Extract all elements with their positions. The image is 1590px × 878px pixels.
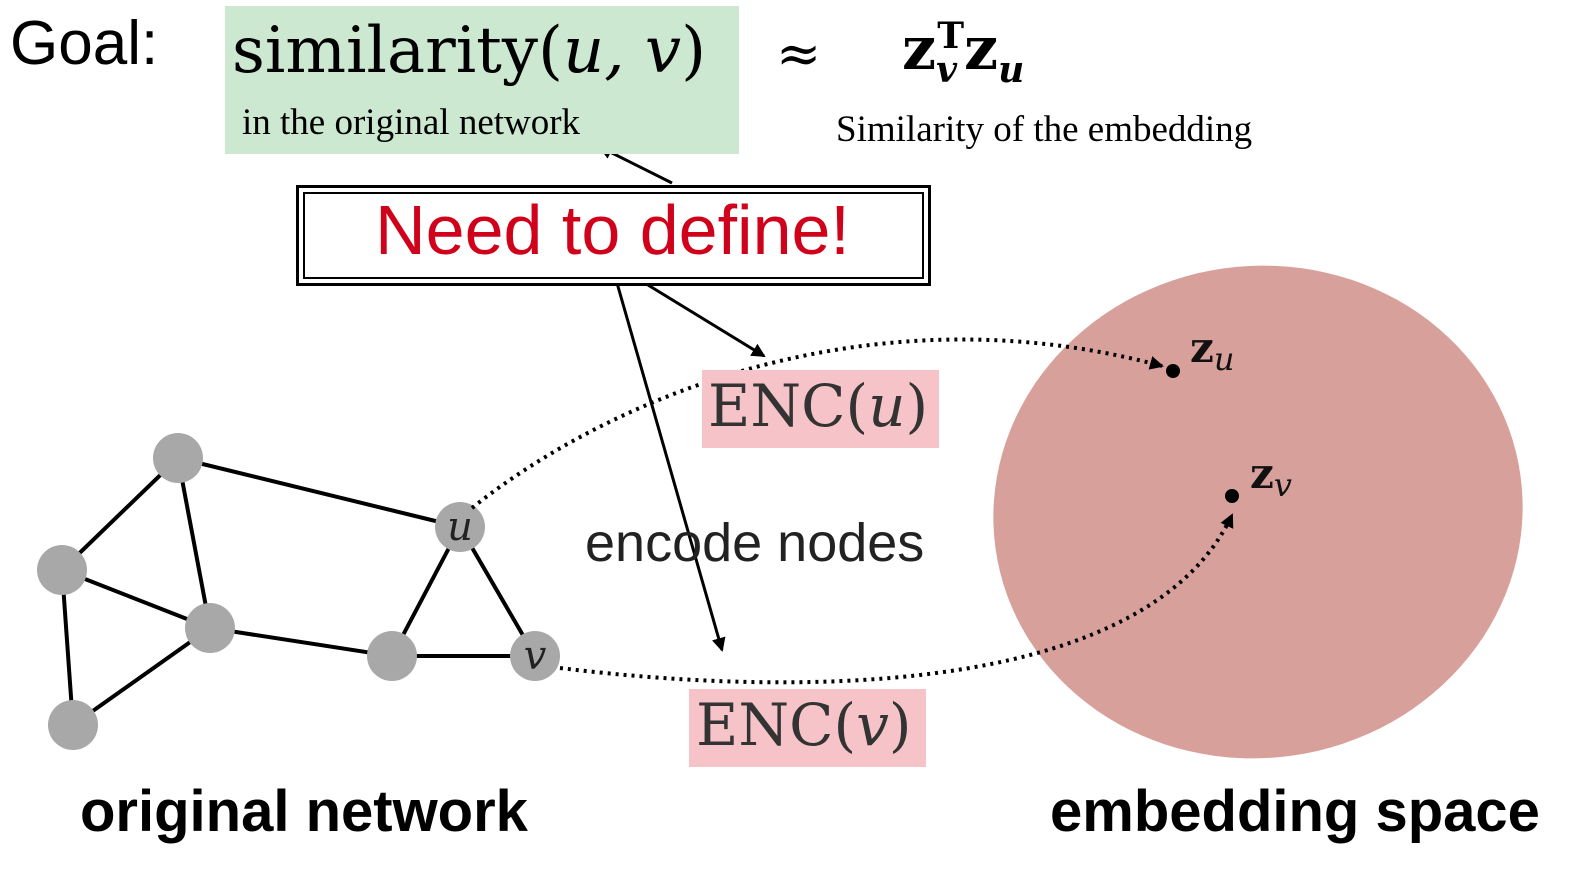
edge [60, 569, 75, 726]
zv-label: zv [1250, 449, 1292, 504]
callout-box [296, 185, 931, 286]
graph-node [185, 603, 235, 653]
enc-v-highlight [689, 689, 926, 767]
node-v-label: v [524, 633, 547, 679]
node-u-label: u [447, 504, 473, 550]
edge [209, 626, 393, 658]
arrow-to-enc-u [647, 283, 766, 358]
edge [60, 456, 180, 572]
graph-node-v [510, 631, 560, 681]
graph-node [48, 700, 98, 750]
embedding-caption: Similarity of the embedding [836, 109, 1253, 150]
edge [177, 456, 461, 529]
mapping-curve-u [470, 337, 1164, 510]
point-zu [1166, 364, 1180, 378]
similarity-fn: similarity [232, 14, 539, 88]
arrow-to-enc-v [615, 282, 726, 652]
similarity-caption: in the original network [242, 102, 581, 143]
similarity-formula: similarity(u, v) [232, 14, 707, 88]
enc-u-label: ENC(u) [708, 372, 929, 440]
enc-v-label: ENC(v) [696, 691, 912, 759]
edge [71, 626, 212, 727]
network-nodes [37, 433, 560, 750]
edge [176, 457, 212, 629]
graph-node [367, 631, 417, 681]
approx-symbol: ≈ [776, 22, 822, 85]
point-zv [1225, 489, 1239, 503]
graph-node [37, 545, 87, 595]
graph-node [153, 433, 203, 483]
embedding-space-label: embedding space [1050, 779, 1540, 844]
embedding-space-region [993, 265, 1523, 759]
encode-nodes-label: encode nodes [585, 513, 925, 573]
embedding-dot-product: zvTzu [902, 14, 1025, 91]
enc-u-highlight [702, 370, 939, 448]
callout-text: Need to define! [375, 191, 850, 269]
network-edges [60, 456, 537, 727]
similarity-args: u, v [563, 14, 682, 88]
zu-label: zu [1190, 323, 1234, 378]
goal-label: Goal: [10, 9, 159, 78]
similarity-highlight [225, 6, 739, 154]
original-network-label: original network [80, 779, 528, 844]
edge [61, 568, 211, 630]
graph-node-u [435, 502, 485, 552]
